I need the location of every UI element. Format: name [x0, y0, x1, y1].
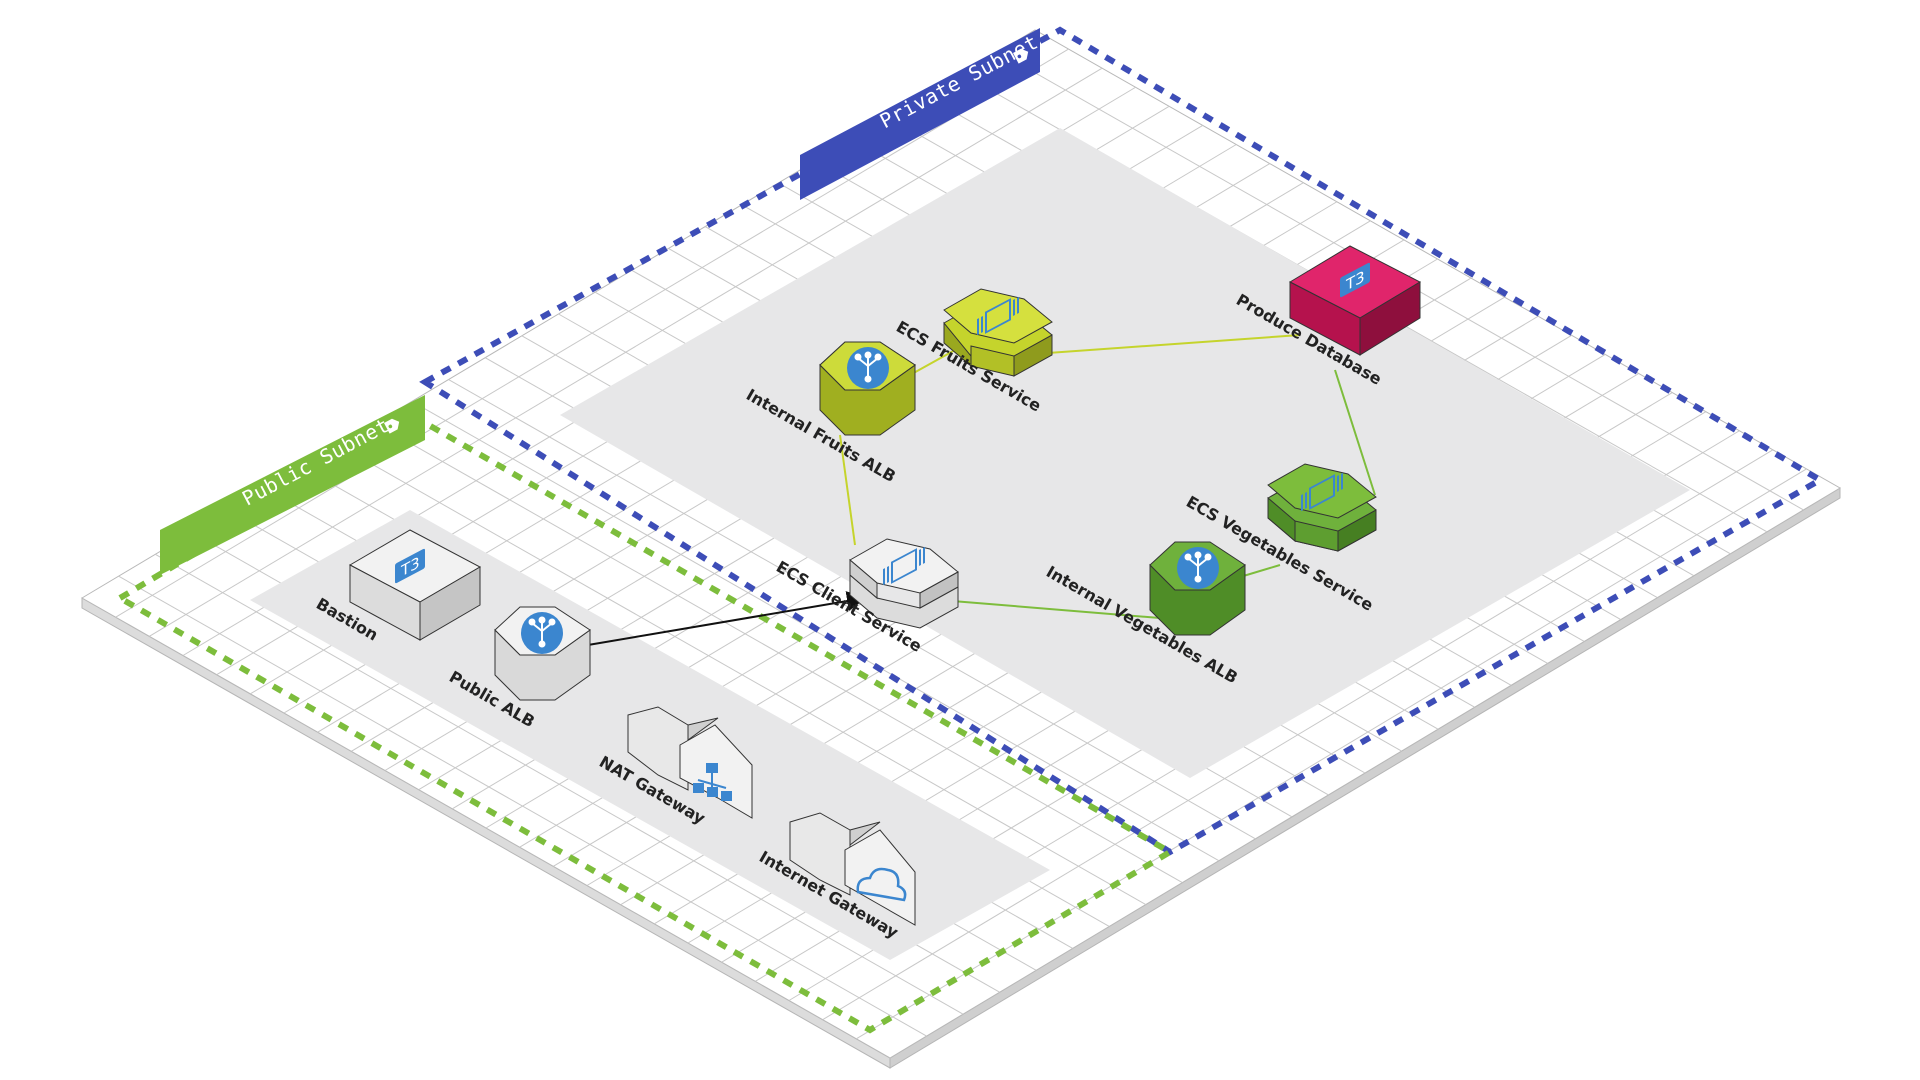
load-balancer-icon — [1177, 547, 1219, 589]
tag-icon — [384, 418, 400, 434]
produce-database-node[interactable]: T3 — [1288, 245, 1422, 356]
connectors — [587, 334, 1376, 646]
connector-ecs-client-to-fruits-alb — [839, 434, 856, 546]
arrow-public-alb-to-ecs-client — [587, 591, 867, 646]
tag-icon — [1013, 48, 1029, 64]
public-alb-node[interactable] — [494, 606, 591, 701]
bastion-node[interactable]: T3 — [348, 529, 482, 641]
connector-ecs-client-to-veg-alb — [939, 599, 1161, 619]
ecs-client-service-node[interactable] — [849, 538, 959, 629]
cloud-icon — [856, 867, 907, 902]
connector-fruits-alb-to-ecs-fruits — [909, 349, 956, 376]
grid-line — [149, 67, 1103, 637]
load-balancer-icon — [847, 347, 889, 389]
private-zone-pad — [560, 128, 1690, 778]
ecs-vegetables-service-node[interactable] — [1267, 463, 1377, 552]
container-chip-icon — [883, 546, 925, 586]
network-icon — [693, 763, 732, 801]
grid-line — [822, 449, 1774, 1021]
connector-ecs-fruits-to-db — [1019, 334, 1301, 356]
internal-fruits-alb-node[interactable] — [819, 341, 916, 436]
ecs-fruits-service-node[interactable] — [943, 288, 1053, 377]
internet-gateway-node[interactable] — [789, 812, 916, 926]
nat-gateway-node[interactable] — [627, 706, 753, 819]
load-balancer-icon — [521, 612, 563, 654]
grid-line — [115, 48, 1069, 618]
container-chip-icon — [1301, 472, 1343, 512]
container-chip-icon — [977, 296, 1019, 336]
connector-db-to-ecs-veg — [1334, 369, 1376, 496]
internal-vegetables-alb-node[interactable] — [1149, 541, 1246, 636]
